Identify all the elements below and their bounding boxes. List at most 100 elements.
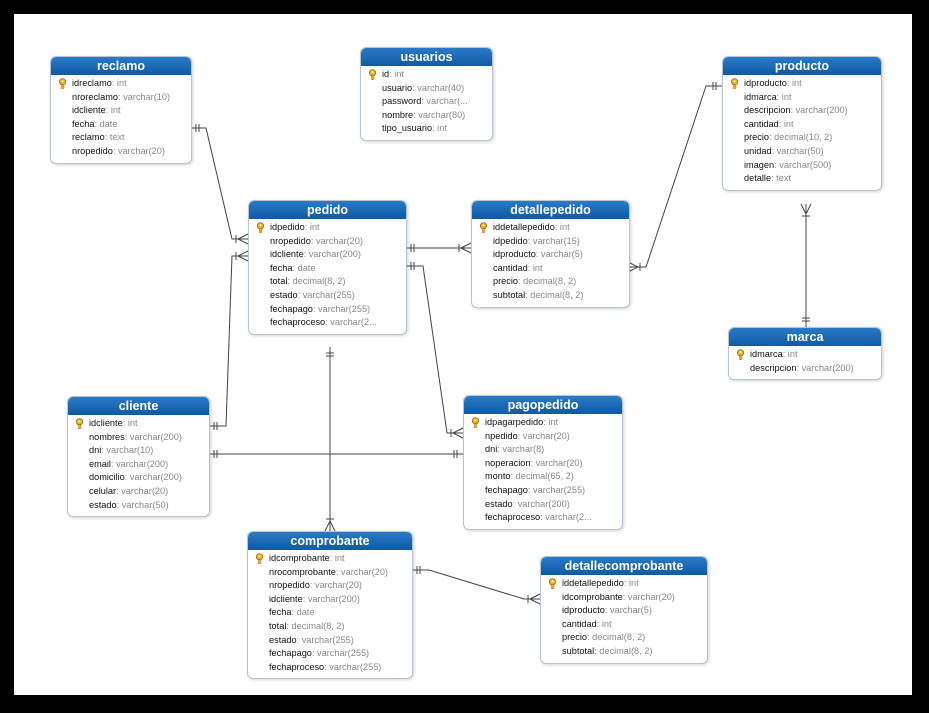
field-type: : varchar(255) [311, 648, 370, 659]
field-name: cantidad [562, 618, 597, 629]
field-type: : int [778, 118, 794, 129]
field-row: cantidad: int [547, 618, 703, 632]
field-name: idcliente [89, 418, 123, 428]
field-row: nropedido: varchar(20) [254, 579, 408, 593]
field-name: fechapago [269, 648, 312, 659]
field-name: descripcion [744, 105, 791, 116]
field-name: precio [744, 132, 770, 143]
relationship-line [800, 203, 812, 327]
field-name: fechaproceso [269, 661, 325, 672]
field-name: idcomprobante [562, 591, 623, 602]
field-type: : int [304, 222, 320, 232]
field-type: : date [94, 118, 118, 129]
primary-key-icon [730, 78, 739, 89]
field-row: idproducto: varchar(5) [478, 248, 625, 262]
field-type: : varchar(200) [303, 249, 361, 260]
field-name: idreclamo [72, 78, 112, 88]
field-name: detalle [744, 173, 772, 184]
field-type: : varchar(2... [540, 512, 592, 523]
primary-key-icon [75, 418, 84, 429]
field-row: estado: varchar(50) [74, 499, 205, 513]
primary-key-icon [368, 69, 377, 80]
field-type: : varchar(5) [604, 605, 652, 616]
relationship-line [405, 242, 472, 254]
field-row: detalle: text [729, 172, 877, 186]
table-title: detallepedido [472, 201, 629, 219]
field-row: idcliente: varchar(200) [254, 593, 408, 607]
field-row: fechapago: varchar(255) [255, 303, 402, 317]
field-name: imagen [744, 159, 775, 170]
field-name: idcliente [270, 249, 304, 260]
field-type: : varchar(20) [116, 485, 169, 496]
field-row: idpedido: varchar(15) [478, 235, 625, 249]
field-name: monto [485, 471, 511, 482]
field-name: idcliente [72, 105, 106, 116]
field-row: precio: decimal(8, 2) [547, 631, 703, 645]
field-row: domicilio: varchar(200) [74, 471, 205, 485]
field-type: : varchar(5) [535, 249, 583, 260]
field-name: idcomprobante [269, 553, 330, 563]
table-detallepedido[interactable]: detallepedido iddetallepedido : int idpedid… [471, 200, 630, 308]
relationship-lines [190, 82, 812, 605]
field-row: total: decimal(8, 2) [255, 275, 402, 289]
field-row: fechapago: varchar(255) [254, 647, 408, 661]
field-row: idmarca: int [735, 348, 877, 362]
field-type: : varchar(20) [517, 430, 570, 441]
field-type: : text [104, 132, 125, 143]
relationship-line [411, 566, 541, 605]
field-name: npedido [485, 430, 518, 441]
field-type: : int [527, 262, 543, 273]
field-row: id: int [367, 68, 488, 82]
relationship-line [208, 250, 249, 430]
field-row: idmarca: int [729, 91, 877, 105]
field-row: fechaproceso: varchar(255) [254, 661, 408, 675]
field-row: idcliente: varchar(200) [255, 248, 402, 262]
field-name: iddetallepedido [493, 222, 555, 232]
field-type: : varchar(20) [112, 145, 165, 156]
field-row: nombre: varchar(80) [367, 109, 488, 123]
field-type: : int [596, 618, 612, 629]
field-name: idpagarpedido [485, 417, 544, 427]
field-row: cantidad: int [729, 118, 877, 132]
field-type: : int [776, 91, 792, 102]
primary-key-icon [255, 553, 264, 564]
field-type: : varchar(50) [771, 145, 824, 156]
field-name: noperacion [485, 457, 531, 468]
field-row: idcliente: int [57, 104, 187, 118]
field-name: estado [485, 498, 513, 509]
field-row: usuario: varchar(40) [367, 82, 488, 96]
field-row: email: varchar(200) [74, 458, 205, 472]
field-type: : int [105, 105, 121, 116]
field-type: : int [782, 349, 798, 359]
field-type: : int [111, 78, 127, 88]
relationship-line [405, 262, 464, 439]
field-row: nropedido: varchar(20) [57, 145, 187, 159]
field-type: : decimal(8, 2) [594, 645, 653, 656]
field-row: idpagarpedido: int [470, 416, 618, 430]
field-row: idproducto: varchar(5) [547, 604, 703, 618]
field-type: : varchar(255) [296, 634, 354, 645]
field-name: idpedido [270, 222, 305, 232]
field-type: : varchar(255) [324, 661, 382, 672]
primary-key-icon [736, 349, 745, 360]
field-row: fechaproceso: varchar(2... [255, 316, 402, 330]
field-row: nrocomprobante: varchar(20) [254, 566, 408, 580]
field-row: idcomprobante: varchar(20) [547, 591, 703, 605]
field-row: npedido: varchar(20) [470, 430, 618, 444]
relationship-line [324, 347, 336, 532]
field-type: : date [292, 262, 316, 273]
